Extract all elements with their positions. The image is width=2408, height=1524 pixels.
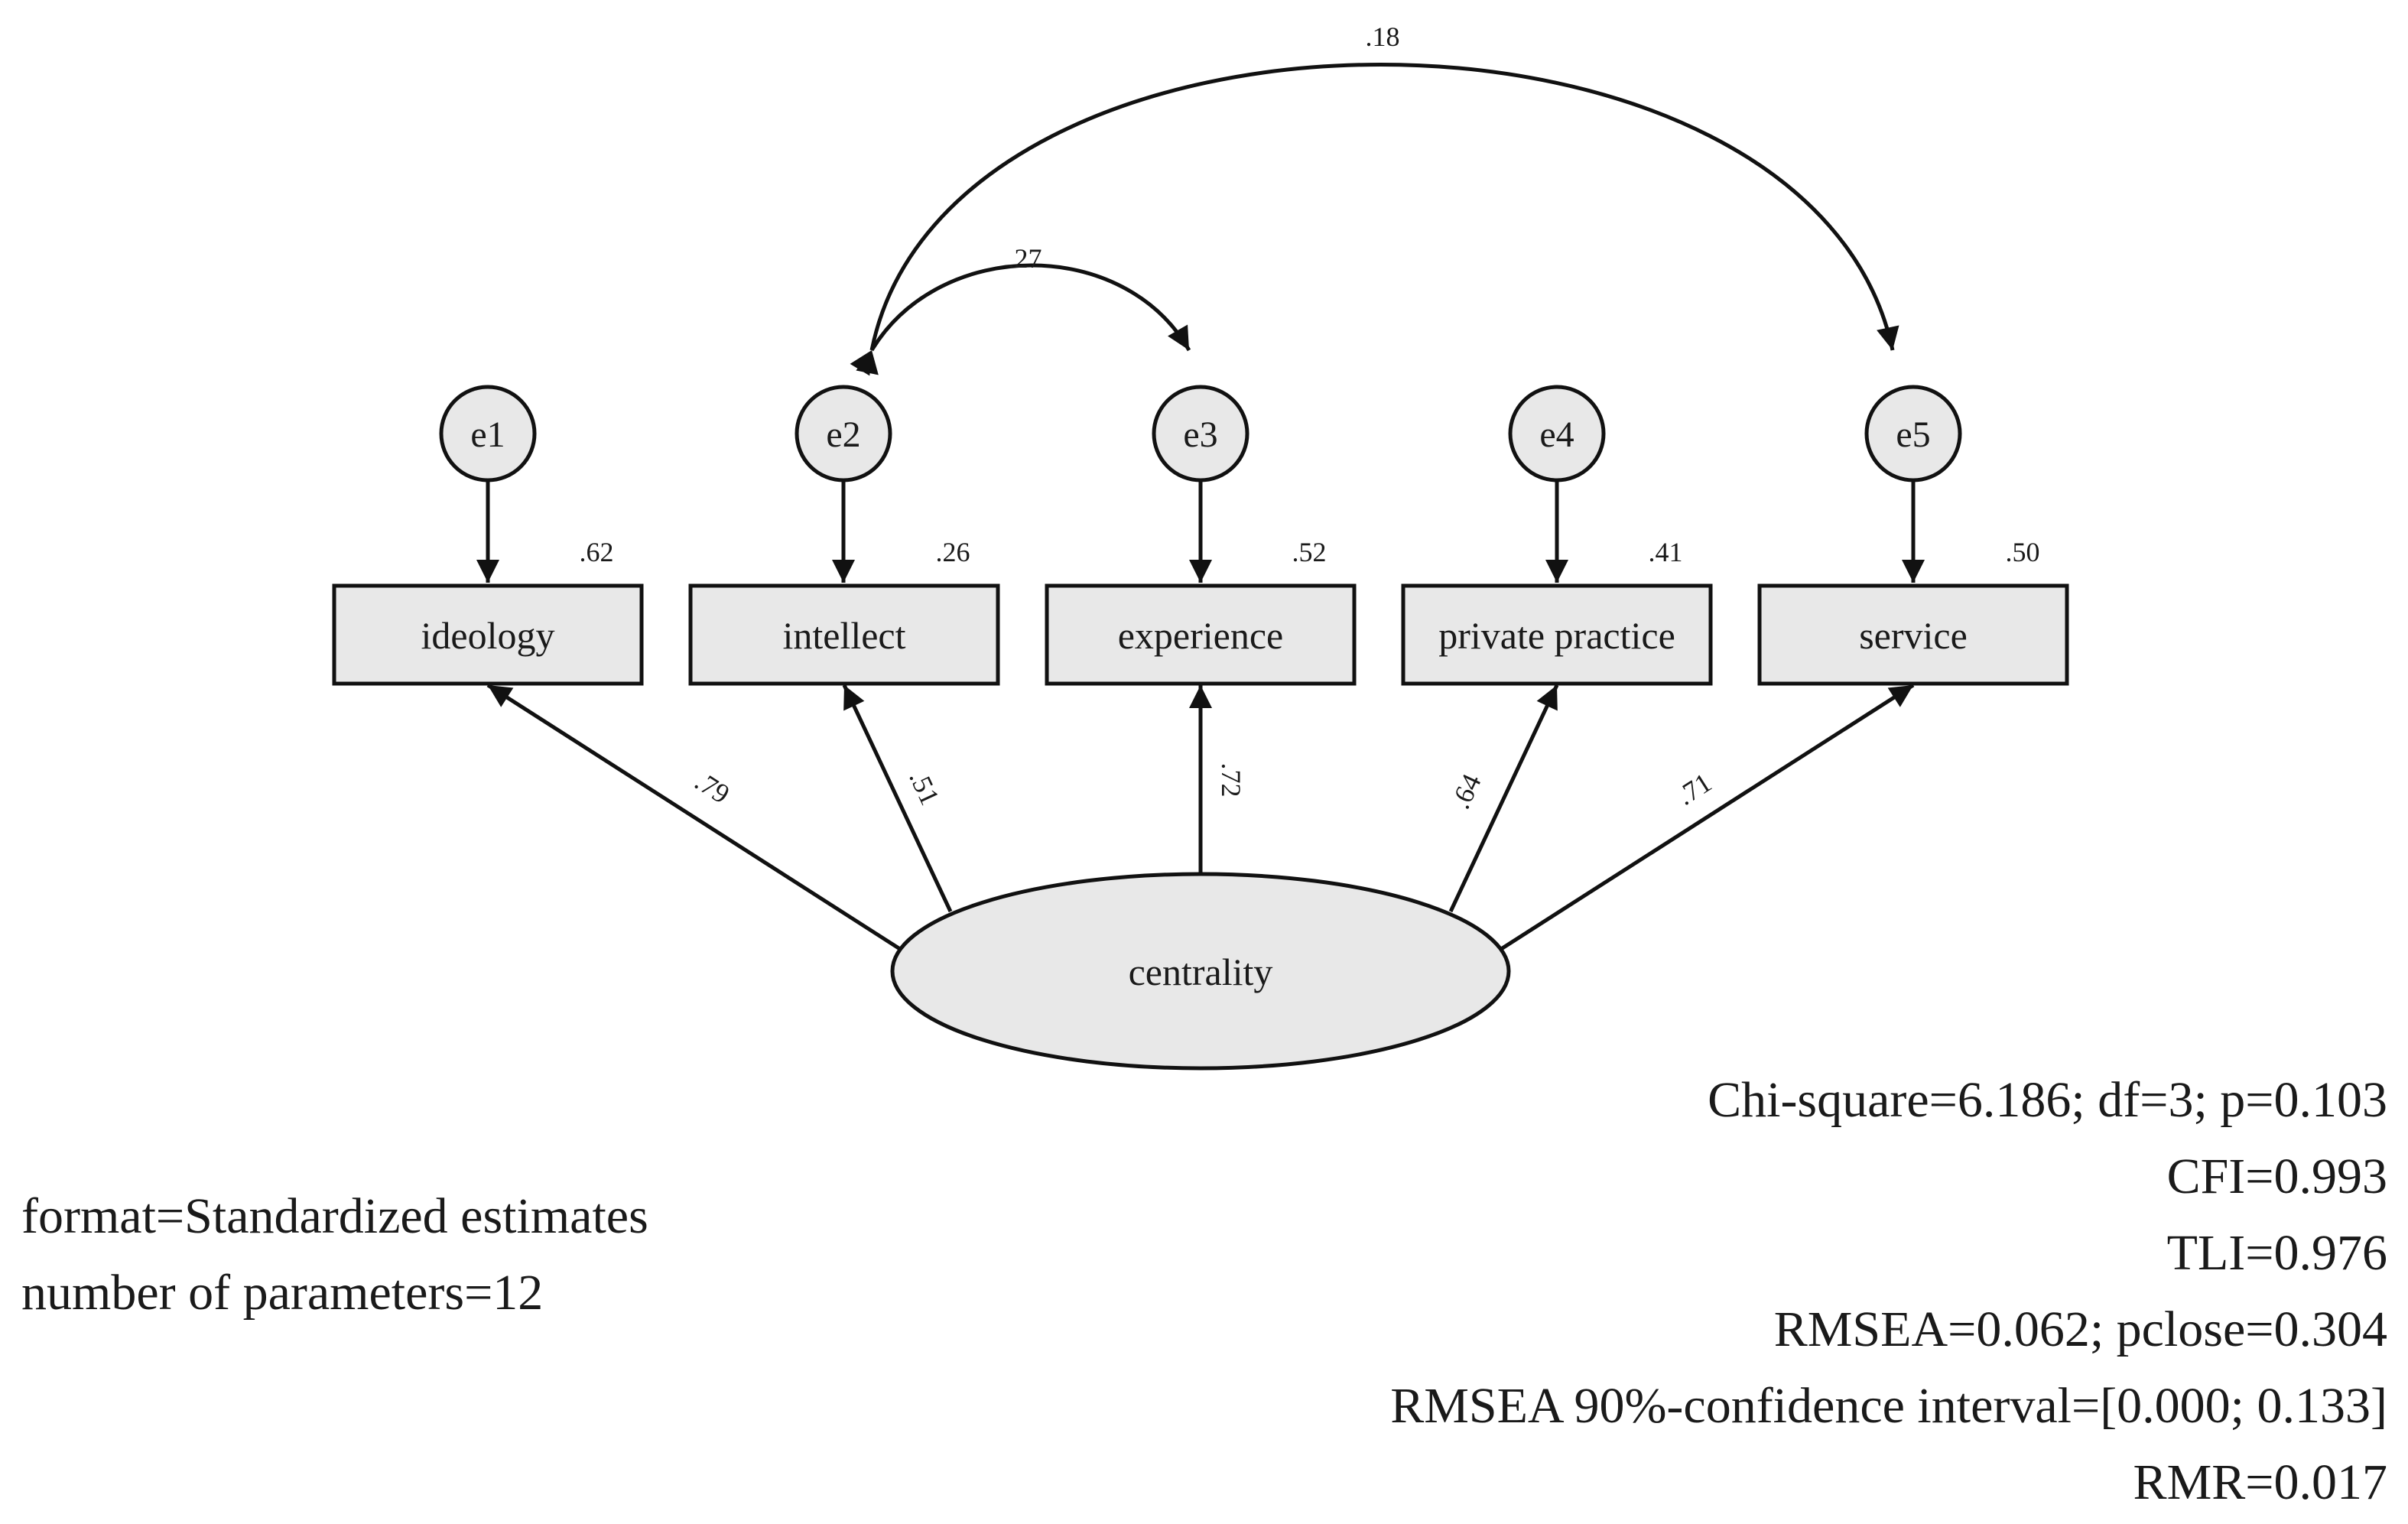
- indicator-private-practice: private practice: [1401, 583, 1713, 686]
- indicator-intellect: intellect: [688, 583, 1000, 686]
- indicator-box-experience: [1045, 583, 1357, 686]
- indicator-box-private-practice: [1401, 583, 1713, 686]
- error-term-e4: e4: [1508, 385, 1606, 483]
- indicator-box-intellect: [688, 583, 1000, 686]
- fit-rmsea-ci: RMSEA 90%-confidence interval=[0.000; 0.…: [1390, 1378, 2387, 1434]
- r2-intellect: .26: [936, 537, 970, 567]
- latent-ellipse: [890, 872, 1511, 1071]
- loading-label-service: .71: [1672, 767, 1717, 811]
- indicator-label-private-practice: private practice: [1438, 614, 1675, 657]
- loading-label-experience: .72: [1216, 763, 1246, 798]
- model-info-parameters: number of parameters=12: [21, 1265, 543, 1321]
- indicator-label-ideology: ideology: [421, 614, 555, 657]
- loading-arrow-private-practice: [1448, 684, 1559, 913]
- latent-label: centrality: [1129, 950, 1273, 993]
- fit-rmsea: RMSEA=0.062; pclose=0.304: [1774, 1301, 2387, 1357]
- error-label-e5: e5: [1896, 414, 1930, 455]
- fit-chi-square: Chi-square=6.186; df=3; p=0.103: [1708, 1072, 2387, 1128]
- indicator-box-service: [1757, 583, 2069, 686]
- indicator-label-experience: experience: [1118, 614, 1284, 657]
- r2-experience: .52: [1292, 537, 1327, 567]
- error-arrows: [476, 480, 1925, 583]
- indicator-label-intellect: intellect: [782, 614, 905, 657]
- fit-cfi: CFI=0.993: [2167, 1149, 2387, 1204]
- error-term-e3: e3: [1152, 385, 1249, 483]
- fit-rmr: RMR=0.017: [2133, 1454, 2387, 1510]
- covariance-label-e2-e3: .27: [1008, 243, 1042, 274]
- indicator-ideology: ideology: [332, 583, 644, 686]
- covariance-arc-e2-e3: [850, 263, 1191, 376]
- indicator-experience: experience: [1045, 583, 1357, 686]
- latent-centrality: centrality: [890, 872, 1511, 1071]
- fit-indices: Chi-square=6.186; df=3; p=0.103 CFI=0.99…: [1390, 1072, 2387, 1510]
- error-label-e2: e2: [826, 414, 860, 455]
- covariance-arc-e2-e5: [856, 63, 1899, 375]
- error-term-e1: e1: [439, 385, 537, 483]
- loading-label-private-practice: .64: [1444, 769, 1487, 814]
- fit-tli: TLI=0.976: [2167, 1225, 2387, 1281]
- indicator-service: service: [1757, 583, 2069, 686]
- indicator-label-service: service: [1859, 614, 1968, 657]
- loading-arrow-intellect: [842, 684, 953, 913]
- model-info-format: format=Standardized estimates: [21, 1188, 648, 1244]
- error-term-e5: e5: [1864, 385, 1962, 483]
- error-label-e3: e3: [1183, 414, 1217, 455]
- loading-arrow-ideology: [486, 683, 904, 953]
- covariance-arcs: [850, 63, 1899, 376]
- error-term-e2: e2: [795, 385, 892, 483]
- indicator-box-ideology: [332, 583, 644, 686]
- r2-service: .50: [2006, 537, 2040, 567]
- loading-label-ideology: .79: [690, 765, 735, 810]
- error-circle-e1: [439, 385, 537, 483]
- error-circle-e2: [795, 385, 892, 483]
- loading-arrow-service: [1497, 683, 1915, 953]
- error-circle-e4: [1508, 385, 1606, 483]
- r2-ideology: .62: [580, 537, 614, 567]
- error-circle-e3: [1152, 385, 1249, 483]
- loading-label-intellect: .51: [903, 765, 945, 810]
- error-label-e4: e4: [1539, 414, 1574, 455]
- loading-arrows: [486, 683, 1915, 953]
- covariance-label-e2-e5: .18: [1366, 21, 1400, 52]
- model-info: format=Standardized estimates number of …: [21, 1188, 648, 1321]
- r2-private-practice: .41: [1649, 537, 1683, 567]
- error-label-e1: e1: [470, 414, 505, 455]
- error-circle-e5: [1864, 385, 1962, 483]
